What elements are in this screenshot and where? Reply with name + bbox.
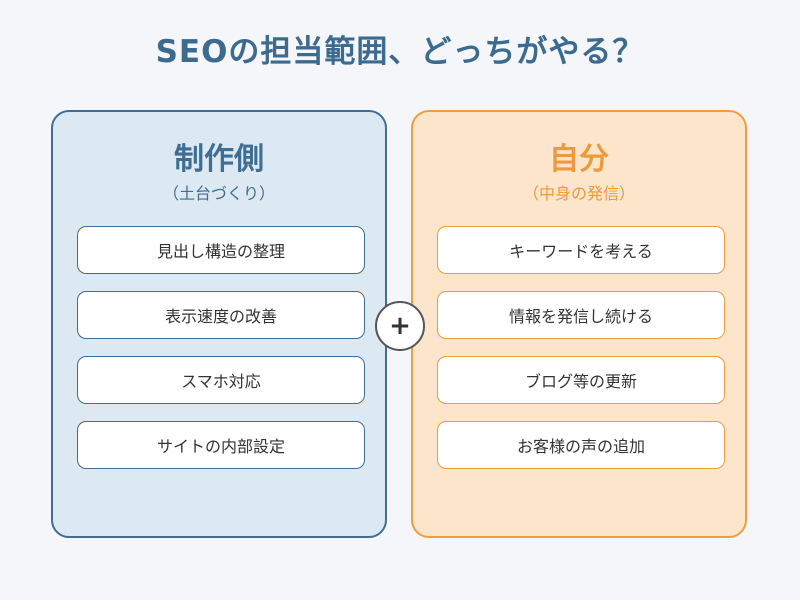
self-side-subheading: （中身の発信）	[522, 184, 635, 203]
list-item: 情報を発信し続ける	[437, 291, 725, 339]
list-item: スマホ対応	[77, 356, 365, 404]
self-side-heading: 自分	[549, 142, 609, 177]
production-side-heading: 制作側	[174, 142, 264, 177]
list-item: サイトの内部設定	[77, 421, 365, 469]
page-title: SEOの担当範囲、どっちがやる？	[155, 34, 645, 70]
production-side-panel: 制作側 （土台づくり） 見出し構造の整理 表示速度の改善 スマホ対応 サイトの内…	[51, 110, 387, 538]
list-item: 見出し構造の整理	[77, 226, 365, 274]
list-item: ブログ等の更新	[437, 356, 725, 404]
plus-icon: +	[375, 301, 425, 351]
list-item: 表示速度の改善	[77, 291, 365, 339]
self-side-panel: 自分 （中身の発信） キーワードを考える 情報を発信し続ける ブログ等の更新 お…	[411, 110, 747, 538]
list-item: お客様の声の追加	[437, 421, 725, 469]
list-item: キーワードを考える	[437, 226, 725, 274]
production-side-subheading: （土台づくり）	[162, 184, 275, 203]
